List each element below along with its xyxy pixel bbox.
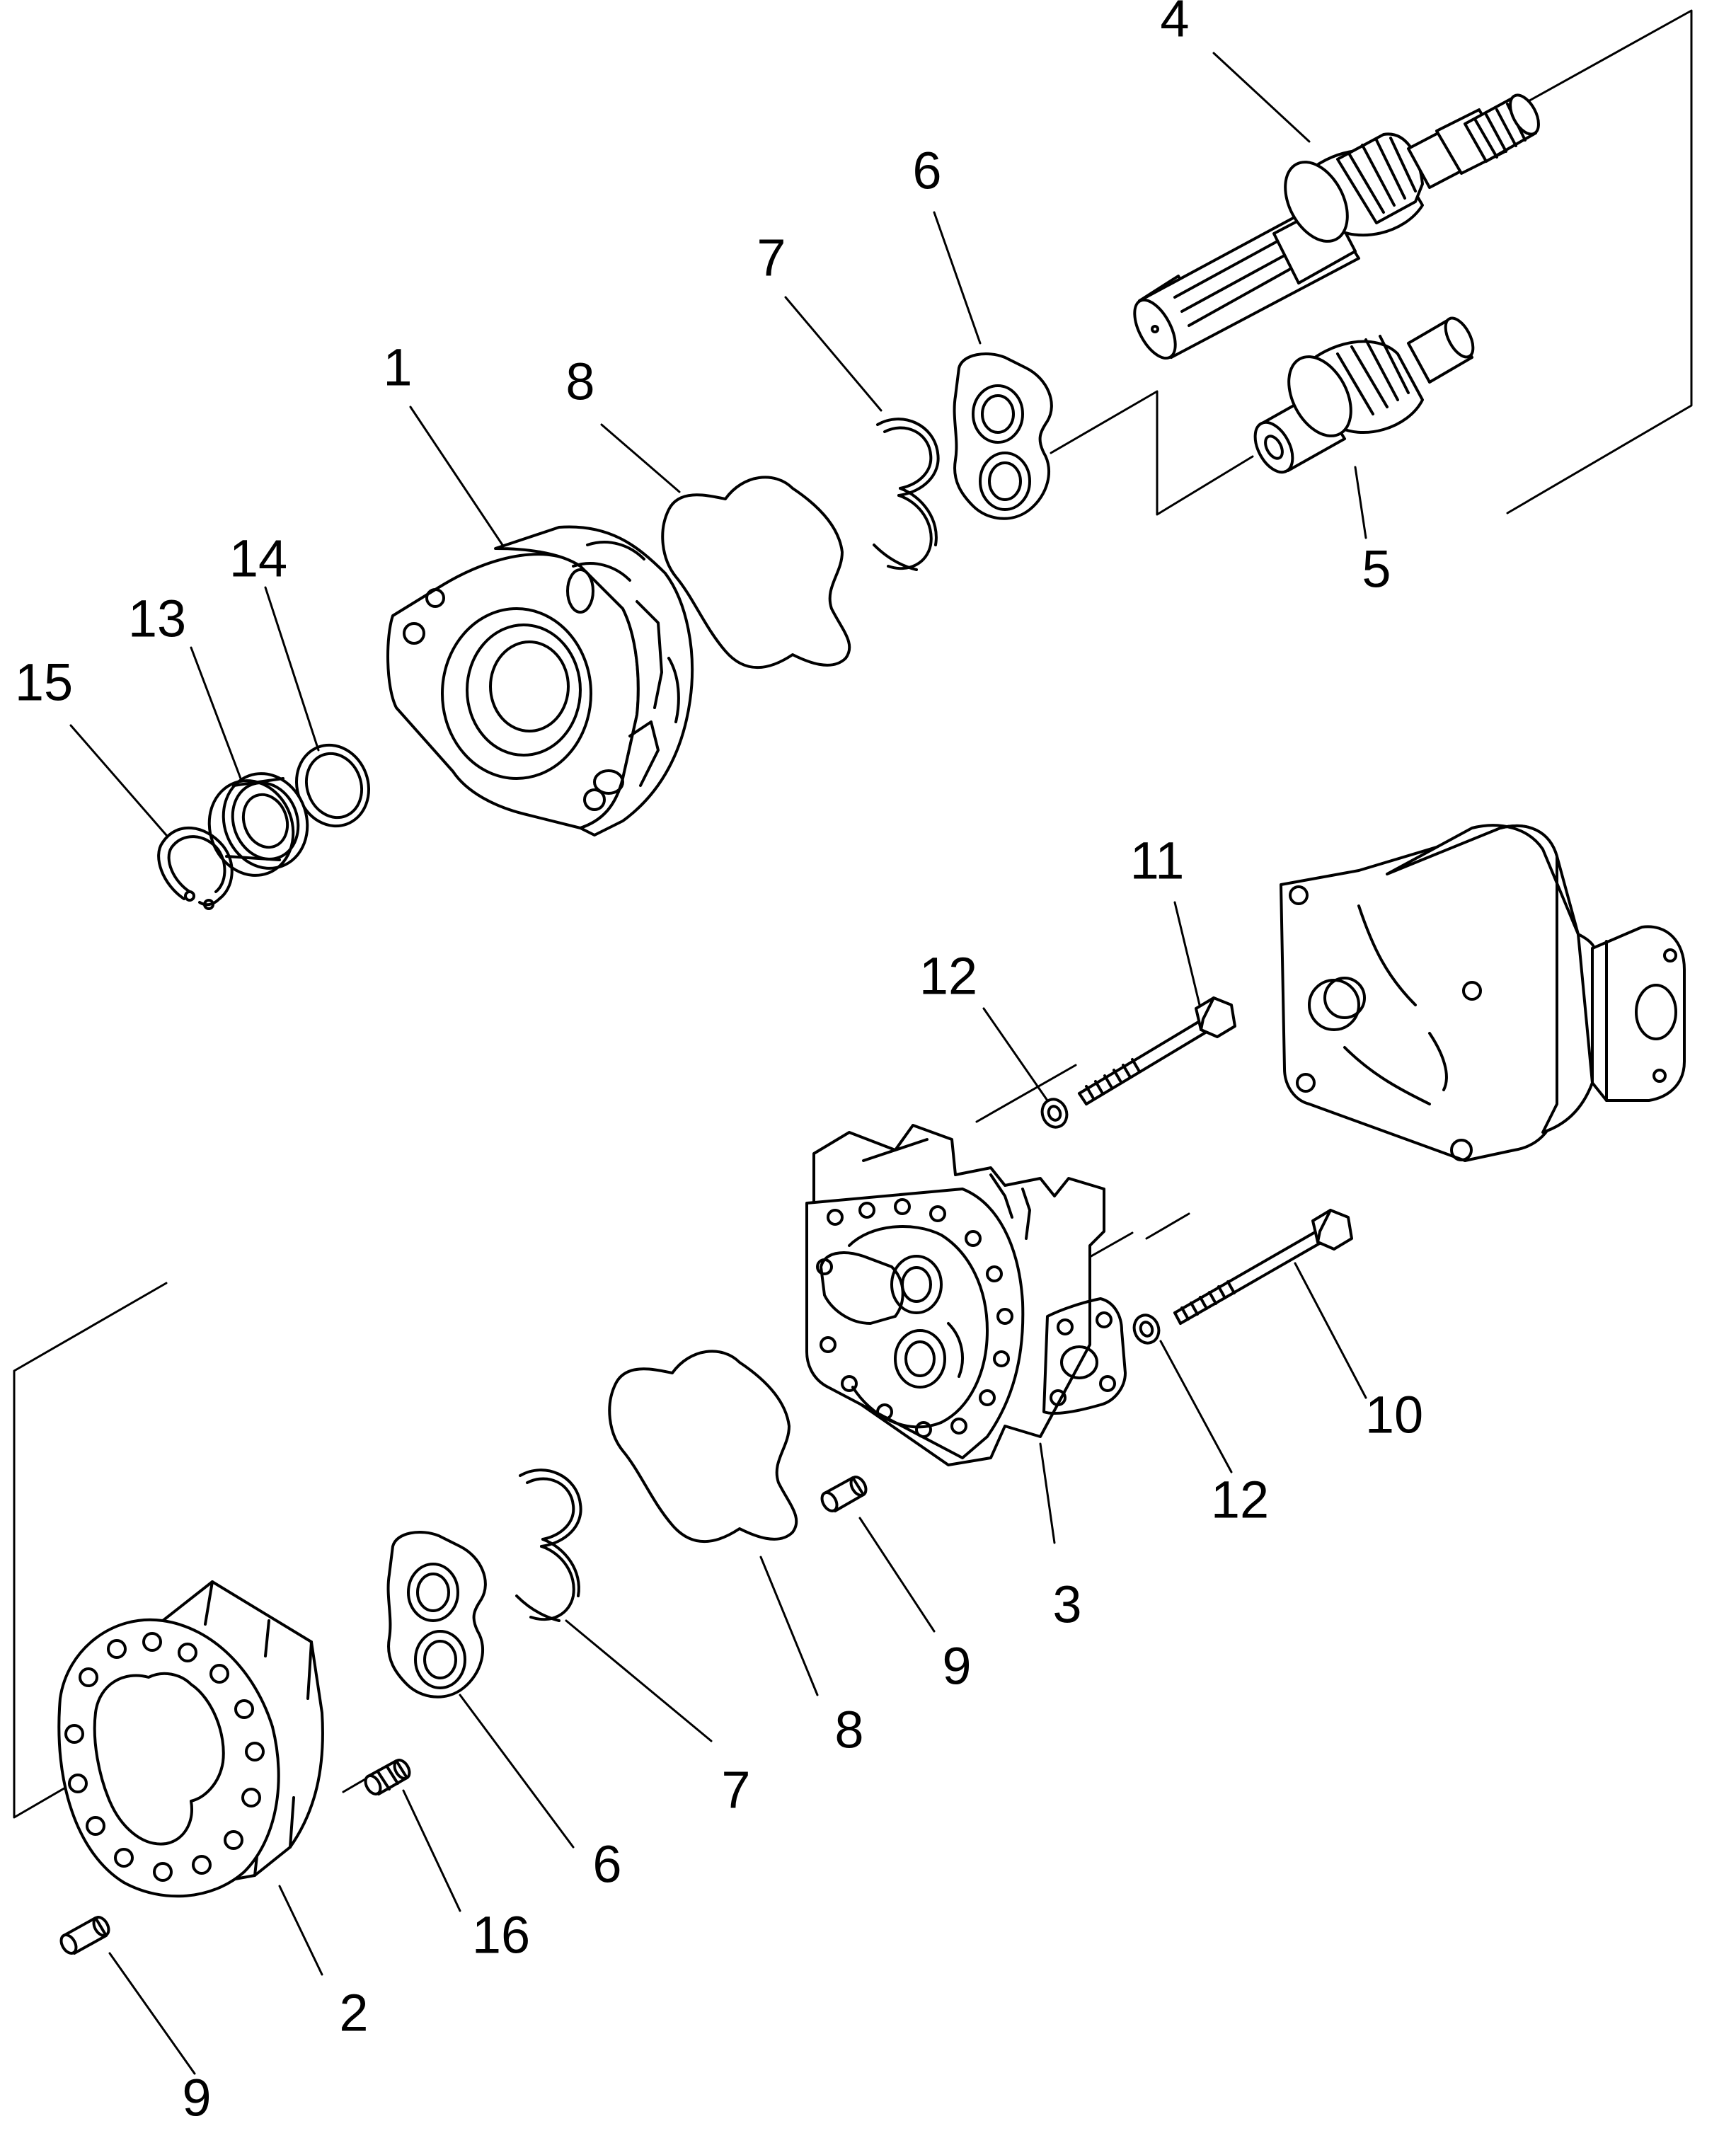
part-16-dowel-pin bbox=[364, 1759, 411, 1795]
part-11-bolt-upper bbox=[1078, 996, 1236, 1105]
part-1-front-cover bbox=[386, 525, 694, 837]
part-8-gasket-top bbox=[661, 476, 851, 669]
callout-2: 2 bbox=[339, 1984, 368, 2042]
part-3-gear-case bbox=[805, 1124, 1127, 1466]
callout-3: 3 bbox=[1052, 1575, 1081, 1634]
part-9-dowel-pin-lower bbox=[59, 1916, 110, 1955]
part-4-drive-shaft bbox=[1133, 93, 1540, 360]
leader-lines bbox=[69, 52, 1367, 2075]
callout-9: 9 bbox=[942, 1637, 971, 1696]
callout-12: 12 bbox=[919, 947, 977, 1006]
callout-1: 1 bbox=[383, 338, 412, 397]
part-8-gasket-lower bbox=[608, 1350, 798, 1544]
callout-11: 11 bbox=[1130, 832, 1185, 890]
callout-labels: 4 6 7 1 8 5 14 13 15 11 12 10 12 3 9 8 7… bbox=[15, 0, 1423, 2127]
callout-13: 13 bbox=[128, 590, 186, 648]
part-5-driven-gear bbox=[1253, 316, 1475, 474]
callout-12: 12 bbox=[1211, 1471, 1269, 1529]
part-12-washer-upper bbox=[1040, 1098, 1069, 1129]
part-7-seal-ring-top bbox=[873, 418, 940, 571]
part-6-bushing-plate-lower bbox=[386, 1531, 487, 1699]
callout-6: 6 bbox=[912, 142, 941, 200]
part-13-oil-seal bbox=[207, 772, 309, 877]
part-6-bushing-plate-top bbox=[953, 352, 1053, 520]
rear-pump-assembly bbox=[1280, 824, 1686, 1162]
part-7-seal-ring-lower bbox=[515, 1469, 582, 1622]
part-2-rear-housing bbox=[57, 1580, 324, 1898]
callout-7: 7 bbox=[757, 229, 786, 287]
callout-15: 15 bbox=[15, 653, 73, 712]
callout-4: 4 bbox=[1160, 0, 1189, 48]
callout-5: 5 bbox=[1362, 540, 1391, 599]
callout-8: 8 bbox=[565, 352, 594, 411]
callout-9: 9 bbox=[182, 2069, 211, 2127]
callout-16: 16 bbox=[472, 1906, 530, 1965]
part-12-washer-lower bbox=[1132, 1314, 1161, 1345]
callout-8: 8 bbox=[834, 1701, 863, 1759]
callout-7: 7 bbox=[721, 1761, 750, 1820]
part-9-dowel-pin-upper bbox=[820, 1476, 868, 1512]
part-10-bolt-lower bbox=[1173, 1209, 1353, 1325]
callout-10: 10 bbox=[1365, 1386, 1423, 1444]
callout-6: 6 bbox=[592, 1835, 621, 1894]
part-15-snap-ring bbox=[157, 826, 234, 910]
callout-14: 14 bbox=[229, 529, 287, 588]
